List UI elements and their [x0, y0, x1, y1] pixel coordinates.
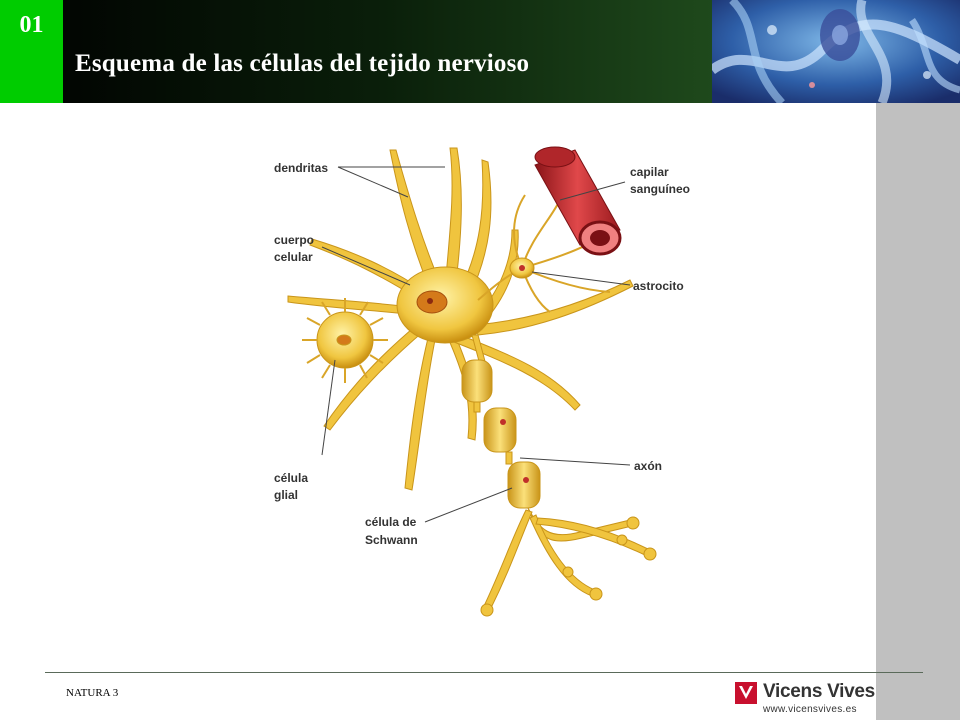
brand-name: Vicens Vives	[763, 681, 875, 702]
slide-number-box: 01	[0, 0, 63, 103]
label-cuerpo-2: celular	[274, 250, 313, 264]
header-banner-image	[712, 0, 960, 103]
label-glial-2: glial	[274, 488, 298, 502]
label-schwann-2: Schwann	[365, 533, 418, 547]
slide-title: Esquema de las células del tejido nervio…	[75, 50, 530, 77]
label-glial-1: célula	[274, 471, 308, 485]
label-schwann-1: célula de	[365, 515, 417, 529]
footer-divider	[45, 672, 923, 673]
brand-url: www.vicensvives.es	[763, 704, 857, 715]
vicens-vives-logo-icon	[735, 682, 757, 704]
slide-number: 01	[19, 12, 44, 38]
label-dendritas: dendritas	[274, 161, 328, 175]
label-capilar-1: capilar	[630, 165, 669, 179]
neuron-diagram: dendritas cuerpo celular capilar sanguín…	[250, 140, 710, 640]
label-pointers	[321, 166, 631, 523]
footer-label: NATURA 3	[66, 687, 119, 699]
glial-cell	[302, 298, 388, 383]
label-axon: axón	[634, 459, 662, 473]
right-sidebar-panel	[876, 103, 960, 720]
blood-capillary	[534, 146, 622, 256]
label-capilar-2: sanguíneo	[630, 182, 690, 196]
label-cuerpo-1: cuerpo	[274, 233, 314, 247]
label-astrocito: astrocito	[633, 279, 684, 293]
vicens-vives-logo: Vicens Vives www.vicensvives.es	[735, 681, 875, 718]
neuron	[287, 147, 657, 617]
slide-header: 01 Esquema de las células del tejido ner…	[0, 0, 960, 103]
astrocyte	[477, 194, 611, 313]
